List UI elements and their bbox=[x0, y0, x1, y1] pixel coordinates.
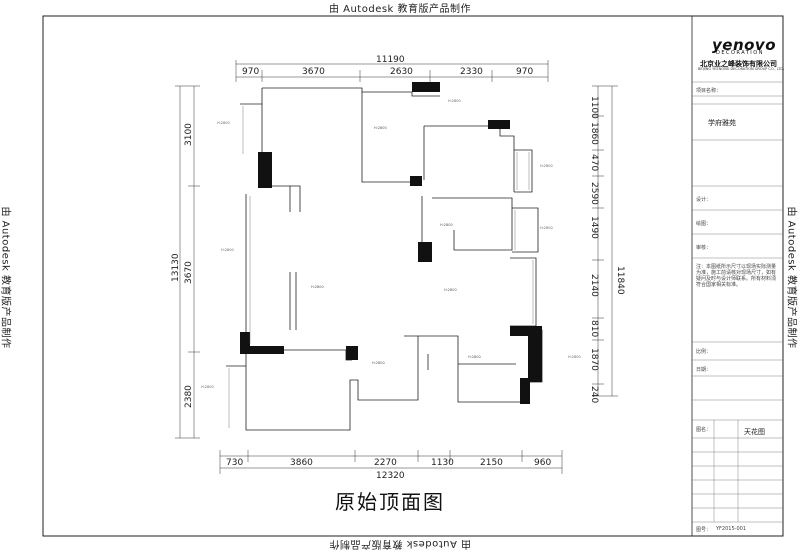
dim-right-total: 11840 bbox=[615, 266, 625, 295]
drawing-label: 图名： bbox=[696, 426, 711, 433]
dim-bottom-1: 730 bbox=[226, 458, 243, 468]
company-name-en: BEIJING YEENONG DECORATION GROUP CO., LT… bbox=[698, 67, 784, 71]
checker-label: 审核： bbox=[696, 244, 711, 251]
dim-right-4: 2590 bbox=[589, 182, 599, 205]
dim-top-total: 11190 bbox=[376, 55, 405, 65]
designer-label: 设计： bbox=[696, 196, 711, 203]
sheet-label: 图号： bbox=[696, 526, 711, 533]
project-label: 项目名称： bbox=[696, 87, 721, 94]
dim-left-1: 3100 bbox=[184, 123, 194, 146]
dim-right-6: 2140 bbox=[589, 274, 599, 297]
dim-bottom-3: 2270 bbox=[374, 458, 397, 468]
dim-right-3: 470 bbox=[589, 154, 599, 171]
dim-top-1: 970 bbox=[242, 67, 259, 77]
dim-right-1: 1100 bbox=[589, 96, 599, 119]
sheet-number: YF2015-001 bbox=[716, 526, 746, 532]
drawing-title: 原始顶面图 bbox=[335, 486, 445, 515]
dim-bottom-4: 1130 bbox=[431, 458, 454, 468]
dim-right-2: 1860 bbox=[589, 122, 599, 145]
notes: 注：本图纸所示尺寸以现场实际测量为准，施工前请核对现场尺寸，如有疑问及时与设计师… bbox=[696, 264, 780, 288]
dim-right-8: 1870 bbox=[589, 348, 599, 371]
dim-top-4: 2330 bbox=[460, 67, 483, 77]
dim-right-9: 240 bbox=[589, 386, 599, 403]
dim-right-5: 1490 bbox=[589, 216, 599, 239]
dim-bottom-5: 2150 bbox=[480, 458, 503, 468]
drawing-name: 天花图 bbox=[744, 427, 765, 437]
dim-top-3: 2630 bbox=[390, 67, 413, 77]
date-label: 日期： bbox=[696, 366, 711, 373]
drawer-label: 绘图： bbox=[696, 220, 711, 227]
dim-left-3: 2380 bbox=[184, 385, 194, 408]
dim-bottom-2: 3860 bbox=[290, 458, 313, 468]
dim-top-5: 970 bbox=[516, 67, 533, 77]
dim-top-2: 3670 bbox=[302, 67, 325, 77]
project-name: 学府雅苑 bbox=[708, 118, 736, 128]
scale-label: 比例： bbox=[696, 348, 711, 355]
dim-bottom-total: 12320 bbox=[376, 471, 405, 481]
dim-left-total: 13130 bbox=[171, 253, 181, 282]
dim-right-7: 810 bbox=[589, 320, 599, 337]
dim-bottom-6: 960 bbox=[534, 458, 551, 468]
logo-subtitle: DECORATION bbox=[716, 50, 764, 56]
dim-left-2: 3670 bbox=[184, 261, 194, 284]
